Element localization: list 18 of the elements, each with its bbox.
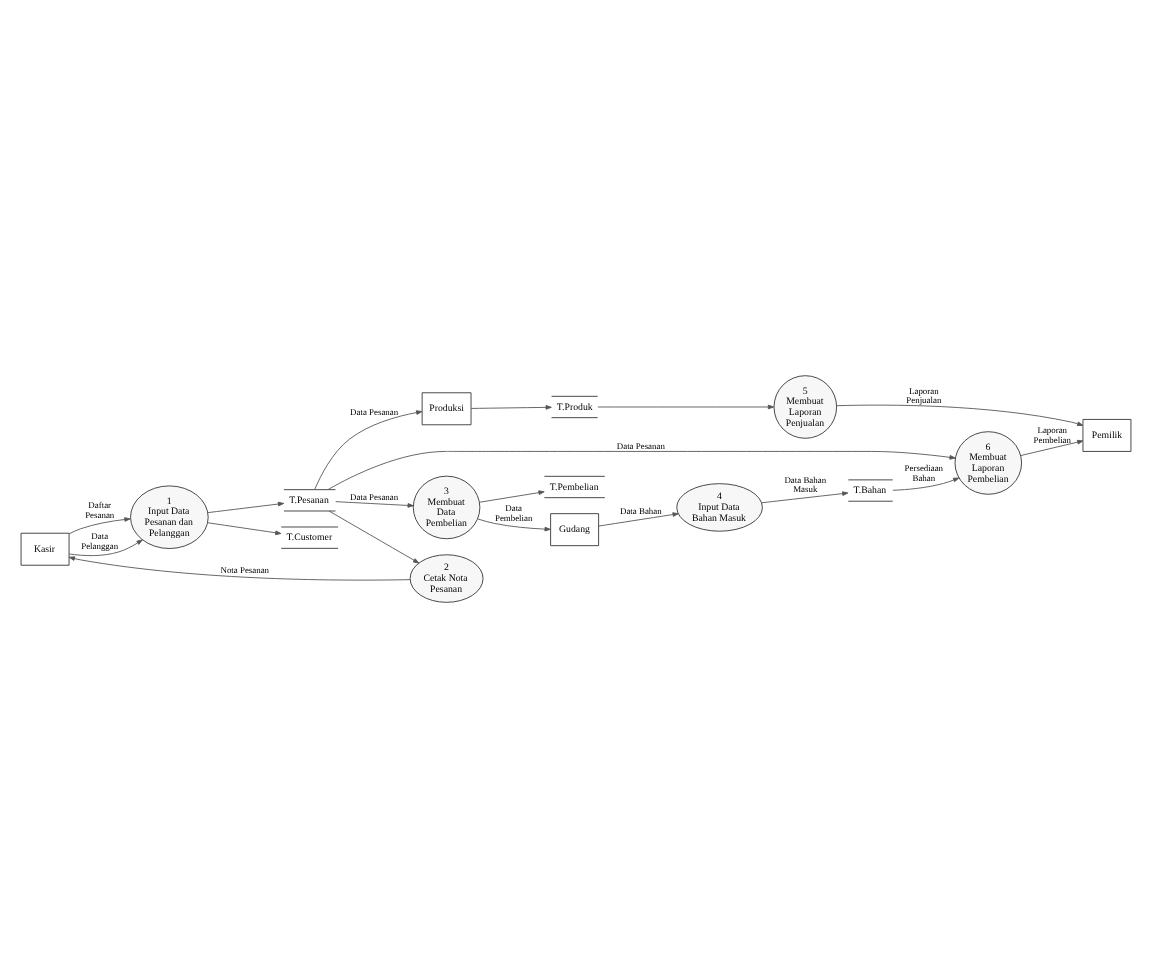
arrow	[68, 516, 131, 534]
arrow	[207, 521, 282, 535]
arrow	[68, 538, 143, 556]
arrow	[597, 403, 775, 409]
arrow	[1020, 438, 1084, 455]
arrow	[207, 500, 285, 513]
arrow	[470, 404, 552, 409]
arrow	[327, 450, 956, 489]
arrow	[335, 500, 414, 507]
arrow	[598, 511, 679, 526]
arrow	[761, 490, 849, 503]
arrow	[314, 409, 423, 490]
arrow	[892, 476, 960, 490]
arrow	[836, 403, 1084, 425]
arrow	[328, 509, 420, 563]
arrow	[479, 489, 545, 502]
arrow	[68, 555, 411, 580]
arrow	[477, 517, 551, 531]
